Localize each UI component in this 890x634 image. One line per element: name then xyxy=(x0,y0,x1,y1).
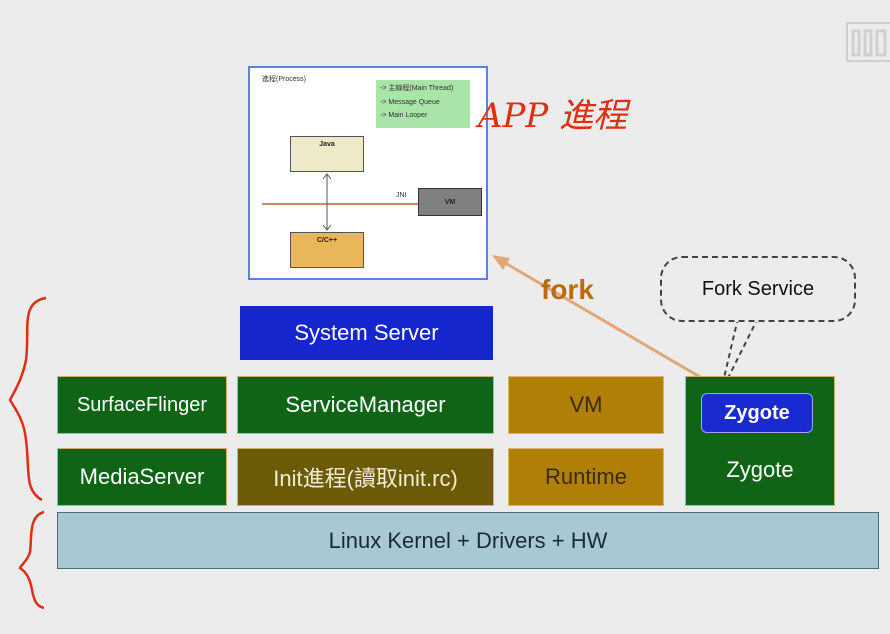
zygote-inner-label: Zygote xyxy=(724,401,790,424)
fork-service-bubble: Fork Service xyxy=(660,256,856,322)
linux-kernel-label: Linux Kernel + Drivers + HW xyxy=(328,527,608,553)
watermark-icon xyxy=(851,29,887,57)
surface-flinger: SurfaceFlinger xyxy=(57,376,227,434)
fork-service-label: Fork Service xyxy=(701,277,815,300)
fork-label: fork xyxy=(541,274,594,305)
system-server-label: System Server xyxy=(294,320,439,345)
vm-box: VM xyxy=(418,188,482,216)
note-message-queue: -> Message Queue xyxy=(380,99,440,106)
vm-label: VM xyxy=(444,198,456,206)
surface-flinger-label: SurfaceFlinger xyxy=(76,393,208,416)
jni-label: JNI xyxy=(396,192,407,199)
process-title: 進程(Process) xyxy=(262,76,306,83)
runtime-label: Runtime xyxy=(545,464,627,489)
zygote-label: Zygote xyxy=(726,457,794,482)
media-server: MediaServer xyxy=(57,448,227,506)
service-manager-label: ServiceManager xyxy=(285,392,446,417)
java-label: Java xyxy=(319,141,335,148)
cpp-label: C/C++ xyxy=(316,237,338,244)
inset-connectors xyxy=(262,173,418,231)
linux-kernel-layer: Linux Kernel + Drivers + HW xyxy=(57,512,879,569)
java-layer: Java xyxy=(290,136,364,172)
thread-note: -> 主線程(Main Thread) -> Message Queue -> … xyxy=(376,80,470,128)
vm-layer-label: VM xyxy=(569,392,603,417)
app-process-handwriting: APP 進程 xyxy=(478,96,628,136)
cpp-layer: C/C++ xyxy=(290,232,364,268)
media-server-label: MediaServer xyxy=(79,464,205,489)
init-process: Init進程(讀取init.rc) xyxy=(237,448,494,506)
zygote-inner-box: Zygote xyxy=(701,393,813,433)
runtime-layer: Runtime xyxy=(508,448,664,506)
note-main-looper: -> Main Looper xyxy=(380,112,428,119)
watermark-logo xyxy=(846,22,890,62)
vm-layer: VM xyxy=(508,376,664,434)
service-manager: ServiceManager xyxy=(237,376,494,434)
note-main-thread: -> 主線程(Main Thread) xyxy=(380,85,454,92)
system-server: System Server xyxy=(240,306,493,360)
init-process-label: Init進程(讀取init.rc) xyxy=(273,466,458,491)
zygote-block: Zygote Zygote xyxy=(685,376,835,506)
process-inset: 進程(Process) -> 主線程(Main Thread) -> Messa… xyxy=(248,66,488,280)
